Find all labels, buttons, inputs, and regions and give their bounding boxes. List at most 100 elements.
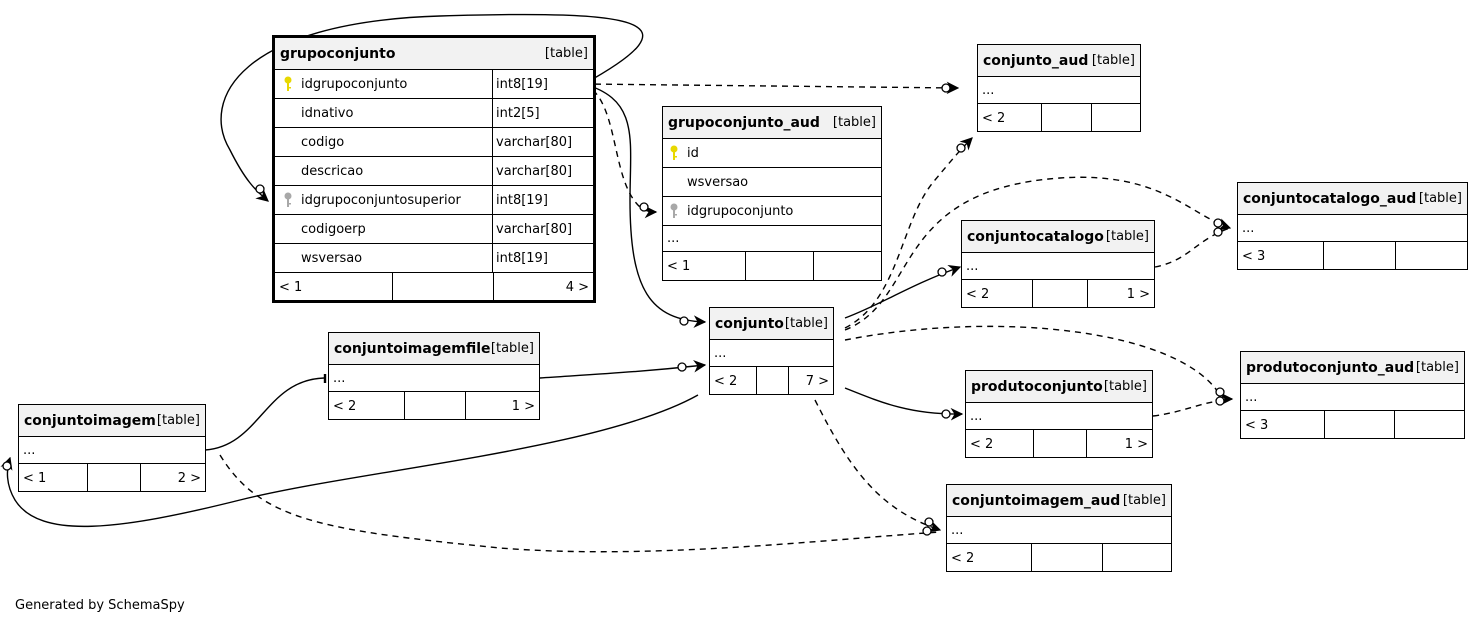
table-name: conjuntoimagem <box>24 412 156 429</box>
column-name: wsversao <box>687 174 749 190</box>
table-name: conjuntoimagemfile <box>334 340 491 357</box>
table-footer: < 2 <box>947 544 1171 572</box>
more-columns: ... <box>329 365 539 392</box>
zero-marker <box>922 526 932 536</box>
table-conjuntocatalogo[interactable]: conjuntocatalogo [table] ... < 2 1 > <box>961 220 1155 308</box>
column-name: id <box>687 145 699 161</box>
more-columns: ... <box>947 517 1171 544</box>
edge-conjunto-conjuntoimagem <box>0 394 699 528</box>
table-tag: [table] <box>544 46 588 61</box>
zero-marker <box>956 143 966 153</box>
table-tag: [table] <box>1103 379 1147 394</box>
primary-key-icon <box>669 145 683 161</box>
table-tag: [table] <box>156 413 200 428</box>
children-count[interactable]: 2 > <box>140 464 205 492</box>
edge-conjuntoimagem-conjuntoimagem_aud <box>219 454 941 553</box>
column-type: int8[19] <box>496 192 548 208</box>
column-type: int8[19] <box>496 76 548 92</box>
parents-count[interactable]: < 2 <box>333 398 357 414</box>
children-count[interactable]: 4 > <box>493 273 593 301</box>
table-conjuntoimagemfile[interactable]: conjuntoimagemfile [table] ... < 2 1 > <box>328 332 540 420</box>
column-row[interactable]: idgrupoconjuntosuperior int8[19] <box>275 186 593 215</box>
parents-count[interactable]: < 1 <box>279 279 303 295</box>
zero-marker <box>941 409 951 419</box>
primary-key-icon <box>283 76 297 92</box>
more-columns: ... <box>962 253 1154 280</box>
table-header: conjuntoimagem_aud [table] <box>947 485 1171 517</box>
table-header: conjuntoimagem [table] <box>19 405 205 437</box>
table-tag: [table] <box>1122 493 1166 508</box>
column-name: codigoerp <box>301 221 366 237</box>
children-count[interactable]: 7 > <box>788 367 833 395</box>
parents-count[interactable]: < 2 <box>970 436 994 452</box>
edge-conjuntoimagem-conjuntoimagemfile <box>204 377 325 451</box>
column-row[interactable]: wsversao int8[19] <box>275 244 593 273</box>
column-type: int2[5] <box>496 105 540 121</box>
table-footer: < 2 1 > <box>962 280 1154 308</box>
table-header: conjunto [table] <box>710 308 833 340</box>
table-name: conjuntoimagem_aud <box>952 492 1121 509</box>
column-row[interactable]: idgrupoconjunto int8[19] <box>275 70 593 99</box>
foreign-key-icon <box>669 203 683 219</box>
table-footer: < 1 4 > <box>275 273 593 301</box>
parents-count[interactable]: < 3 <box>1245 417 1269 433</box>
edge-conjunto-conjuntocatalogo_aud <box>844 176 1232 331</box>
table-name: produtoconjunto <box>971 378 1103 395</box>
parents-count[interactable]: < 1 <box>667 258 691 274</box>
column-row[interactable]: descricao varchar[80] <box>275 157 593 186</box>
table-conjuntocatalogo_aud[interactable]: conjuntocatalogo_aud [table] ... < 3 <box>1237 182 1468 270</box>
table-footer: < 3 <box>1241 411 1464 439</box>
table-conjuntoimagem_aud[interactable]: conjuntoimagem_aud [table] ... < 2 <box>946 484 1172 572</box>
column-row[interactable]: wsversao <box>663 168 881 197</box>
table-tag: [table] <box>1105 229 1149 244</box>
zero-marker <box>1215 396 1225 406</box>
parents-count[interactable]: < 1 <box>23 470 47 486</box>
table-name: conjunto <box>715 315 784 332</box>
zero-marker <box>924 517 934 527</box>
children-count[interactable]: 1 > <box>1086 430 1152 458</box>
column-row[interactable]: idgrupoconjunto <box>663 197 881 226</box>
parents-count[interactable]: < 2 <box>951 550 975 566</box>
foreign-key-icon <box>283 192 297 208</box>
parents-count[interactable]: < 3 <box>1242 248 1266 264</box>
zero-marker <box>937 267 947 277</box>
table-header: conjuntoimagemfile [table] <box>329 333 539 365</box>
column-row[interactable]: codigo varchar[80] <box>275 128 593 157</box>
more-columns: ... <box>710 340 833 367</box>
table-grupoconjunto_aud[interactable]: grupoconjunto_aud [table] id wsversao id… <box>662 106 882 281</box>
column-name: idgrupoconjunto <box>301 76 408 92</box>
more-columns: ... <box>978 77 1140 104</box>
parents-count[interactable]: < 2 <box>966 286 990 302</box>
table-tag: [table] <box>832 115 876 130</box>
zero-marker <box>941 83 951 93</box>
zero-marker <box>1213 227 1223 237</box>
table-tag: [table] <box>1418 191 1462 206</box>
table-conjunto_aud[interactable]: conjunto_aud [table] ... < 2 <box>977 44 1141 132</box>
column-row[interactable]: codigoerp varchar[80] <box>275 215 593 244</box>
parents-count[interactable]: < 2 <box>714 373 738 389</box>
table-tag: [table] <box>1091 53 1135 68</box>
parents-count[interactable]: < 2 <box>982 110 1006 126</box>
table-conjunto[interactable]: conjunto [table] ... < 2 7 > <box>709 307 834 395</box>
more-columns: ... <box>966 403 1152 430</box>
table-footer: < 2 7 > <box>710 367 833 395</box>
zero-marker <box>639 202 649 212</box>
column-name: wsversao <box>301 250 363 266</box>
column-type: varchar[80] <box>496 134 573 150</box>
table-name: conjuntocatalogo_aud <box>1243 190 1417 207</box>
table-header: grupoconjunto_aud [table] <box>663 107 881 139</box>
table-conjuntoimagem[interactable]: conjuntoimagem [table] ... < 1 2 > <box>18 404 206 492</box>
column-row[interactable]: id <box>663 139 881 168</box>
table-header: conjuntocatalogo [table] <box>962 221 1154 253</box>
column-name: idgrupoconjuntosuperior <box>301 192 461 208</box>
zero-marker <box>1215 387 1225 397</box>
column-row[interactable]: idnativo int2[5] <box>275 99 593 128</box>
children-count[interactable]: 1 > <box>1087 280 1154 308</box>
children-count[interactable]: 1 > <box>465 392 539 420</box>
table-produtoconjunto_aud[interactable]: produtoconjunto_aud [table] ... < 3 <box>1240 351 1465 439</box>
edge-grupoconjunto-grupoconjunto_aud <box>583 83 658 219</box>
generator-credit: Generated by SchemaSpy <box>15 598 185 613</box>
table-produtoconjunto[interactable]: produtoconjunto [table] ... < 2 1 > <box>965 370 1153 458</box>
table-grupoconjunto[interactable]: grupoconjunto [table] idgrupoconjunto in… <box>272 35 596 303</box>
